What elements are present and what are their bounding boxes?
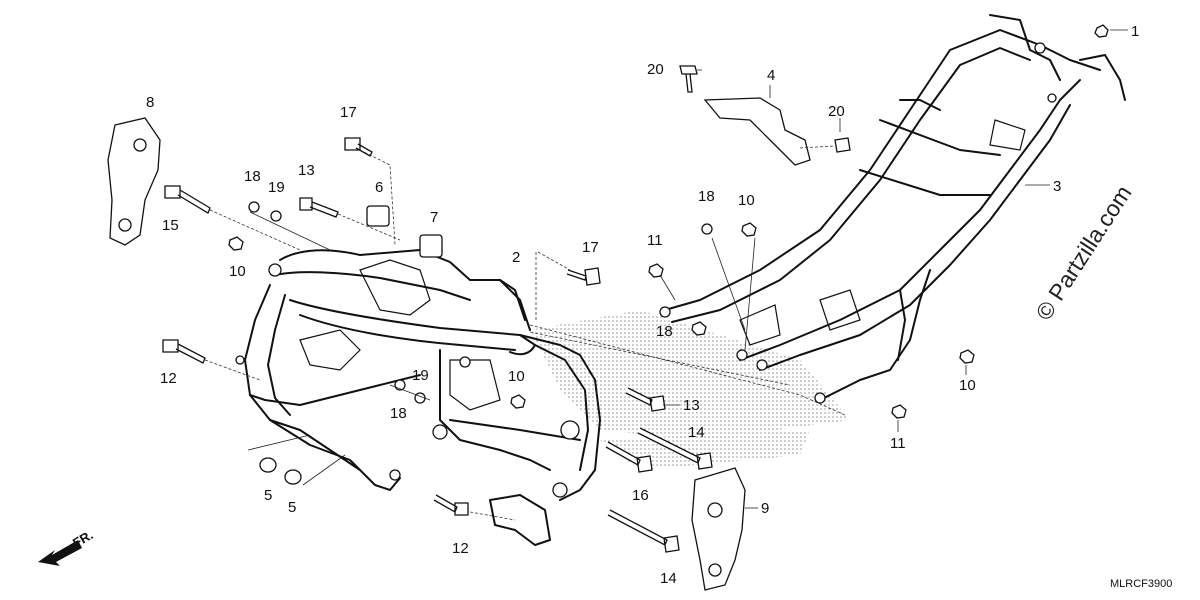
callout-label: 5 bbox=[288, 499, 296, 516]
callout-label: 17 bbox=[340, 104, 357, 121]
rear-frame bbox=[659, 14, 1126, 404]
callout-label: 15 bbox=[162, 217, 179, 234]
bolt-20b bbox=[834, 137, 851, 153]
callout-label: 7 bbox=[430, 209, 438, 226]
bolt-17a bbox=[344, 137, 373, 157]
nut-10c bbox=[741, 222, 757, 237]
callout-label: 14 bbox=[688, 424, 705, 441]
callout-label: 10 bbox=[959, 377, 976, 394]
nut-11b bbox=[891, 404, 907, 419]
callout-label: 4 bbox=[767, 67, 775, 84]
drawing-code: MLRCF3900 bbox=[1110, 578, 1172, 590]
nut-11a bbox=[648, 263, 664, 278]
bracket-4 bbox=[703, 97, 811, 166]
bolt-16 bbox=[605, 441, 653, 473]
washer-18c bbox=[701, 223, 713, 235]
nut-10a bbox=[228, 236, 244, 251]
callout-label: 14 bbox=[660, 570, 677, 587]
bolt-12a bbox=[162, 339, 206, 364]
callout-labels: 1 2 3 4 5 5 6 7 8 9 10 10 10 10 11 11 12… bbox=[146, 23, 1139, 587]
callout-label: 18 bbox=[390, 405, 407, 422]
callout-label: 18 bbox=[656, 323, 673, 340]
callout-label: 6 bbox=[375, 179, 383, 196]
collar-5b bbox=[284, 469, 302, 485]
callout-label: 10 bbox=[738, 192, 755, 209]
main-frame bbox=[235, 249, 601, 546]
callout-label: 18 bbox=[244, 168, 261, 185]
nut-1 bbox=[1094, 24, 1109, 38]
nut-10b bbox=[510, 394, 526, 409]
callout-label: 11 bbox=[890, 435, 906, 452]
nut-18d bbox=[691, 321, 707, 336]
bolt-12b bbox=[433, 494, 469, 516]
nut-10d bbox=[959, 349, 975, 364]
callout-label: 20 bbox=[647, 61, 664, 78]
hardware bbox=[162, 24, 1109, 553]
callout-label: 19 bbox=[412, 367, 429, 384]
callout-label: 10 bbox=[508, 368, 525, 385]
callout-label: 13 bbox=[298, 162, 315, 179]
shading-area bbox=[530, 310, 850, 470]
callout-label: 17 bbox=[582, 239, 599, 256]
callout-label: 19 bbox=[268, 179, 285, 196]
callout-label: 12 bbox=[160, 370, 177, 387]
collar-6 bbox=[366, 205, 390, 227]
callout-label: 2 bbox=[512, 249, 520, 266]
callout-label: 1 bbox=[1131, 23, 1139, 40]
callout-label: 3 bbox=[1053, 178, 1061, 195]
leader-lines bbox=[204, 29, 1128, 521]
callout-label: 9 bbox=[761, 500, 769, 517]
watermark: © Partzilla.com bbox=[1030, 181, 1136, 325]
callout-label: 12 bbox=[452, 540, 469, 557]
callout-label: 16 bbox=[632, 487, 649, 504]
washer-18a bbox=[248, 201, 260, 213]
bolt-15 bbox=[164, 185, 211, 214]
washer-19b bbox=[414, 392, 426, 404]
bolt-14b bbox=[607, 509, 680, 553]
bolt-17b bbox=[566, 267, 601, 286]
callout-label: 8 bbox=[146, 94, 154, 111]
washer-19a bbox=[270, 210, 282, 222]
collar-5a bbox=[259, 457, 277, 473]
callout-label: 5 bbox=[264, 487, 272, 504]
bolt-13a bbox=[299, 197, 339, 218]
callout-label: 18 bbox=[698, 188, 715, 205]
callout-label: 11 bbox=[647, 232, 663, 249]
plate-8 bbox=[107, 117, 161, 246]
bolt-13b bbox=[625, 387, 666, 412]
callout-label: 20 bbox=[828, 103, 845, 120]
bolt-14a bbox=[637, 427, 713, 470]
front-direction-arrow: FR. bbox=[38, 527, 96, 566]
bolt-20a bbox=[679, 65, 698, 93]
callout-label: 13 bbox=[683, 397, 700, 414]
callout-label: 10 bbox=[229, 263, 246, 280]
collar-7 bbox=[419, 234, 443, 258]
plate-9 bbox=[691, 467, 746, 591]
